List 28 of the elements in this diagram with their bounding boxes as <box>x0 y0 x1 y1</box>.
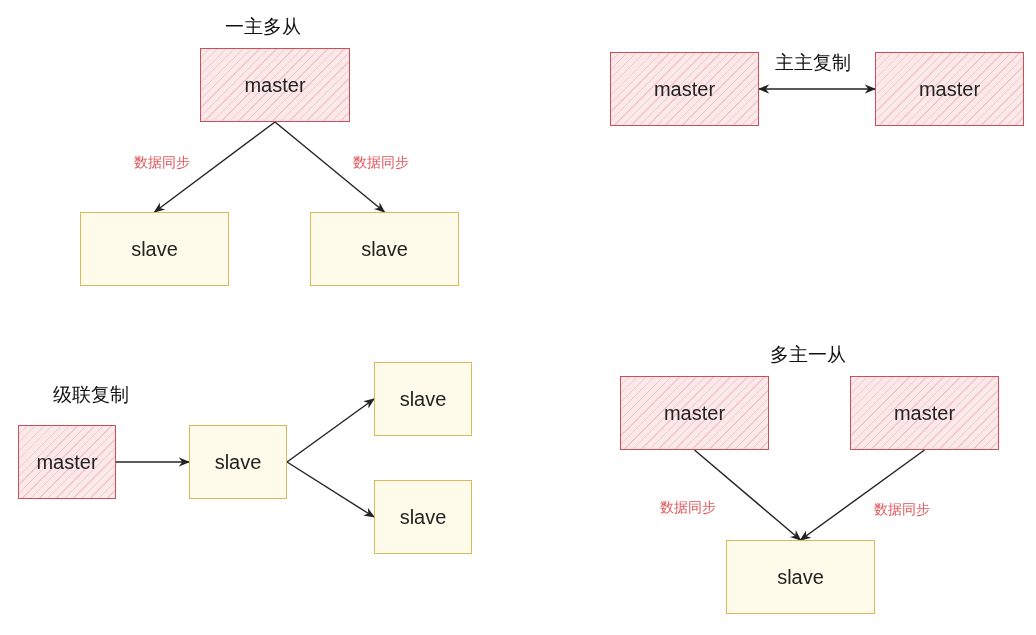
edge-label: 数据同步 <box>873 501 931 519</box>
slave-box: slave <box>310 212 459 286</box>
arrow <box>286 398 375 463</box>
master-box: master <box>200 48 350 122</box>
section-title: 主主复制 <box>775 51 851 75</box>
slave-box: slave <box>80 212 229 286</box>
section-title: 级联复制 <box>53 383 129 407</box>
arrow <box>757 84 877 94</box>
slave-box: slave <box>726 540 875 614</box>
master-box: master <box>620 376 769 450</box>
edge-label: 数据同步 <box>352 154 410 172</box>
section-title: 多主一从 <box>770 343 846 367</box>
master-box: master <box>18 425 116 499</box>
master-box: master <box>850 376 999 450</box>
arrow <box>286 461 375 518</box>
edge-label: 数据同步 <box>659 499 717 517</box>
master-box: master <box>610 52 759 126</box>
arrow <box>153 121 276 213</box>
arrow <box>274 121 386 213</box>
arrow <box>693 449 802 541</box>
arrow <box>799 449 926 541</box>
arrow <box>115 457 191 467</box>
slave-box: slave <box>374 362 472 436</box>
master-box: master <box>875 52 1024 126</box>
slave-box: slave <box>374 480 472 554</box>
section-title: 一主多从 <box>225 15 301 39</box>
slave-box: slave <box>189 425 287 499</box>
edge-label: 数据同步 <box>133 154 191 172</box>
